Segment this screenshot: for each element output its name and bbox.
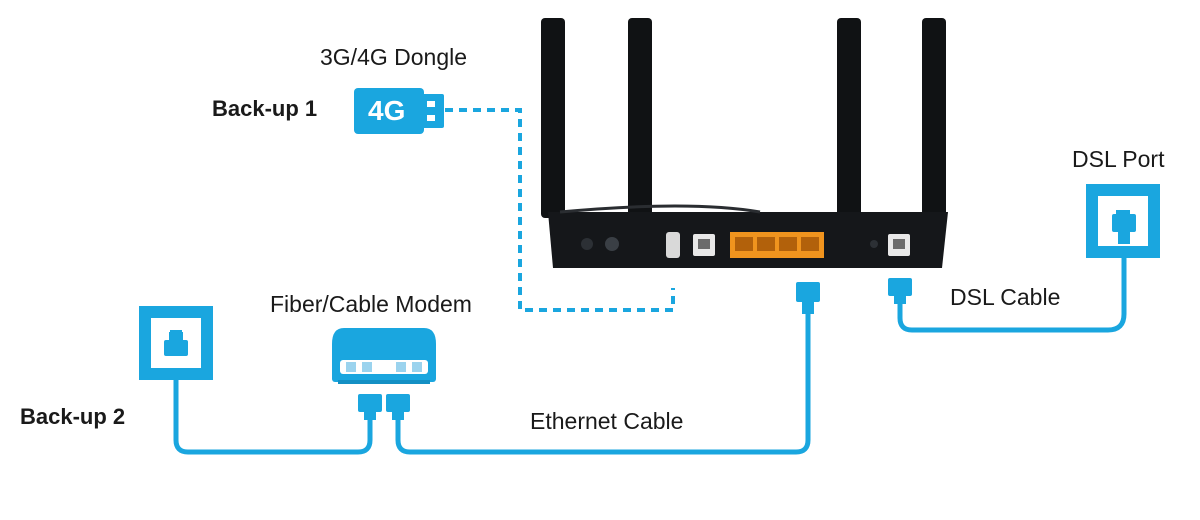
- ethernet-plug-icon: [386, 394, 410, 420]
- power-jack: [581, 238, 593, 250]
- dongle-label: 3G/4G Dongle: [320, 44, 468, 70]
- antenna: [541, 18, 565, 218]
- dongle-badge: 4G: [368, 95, 406, 126]
- backup2-label: Back-up 2: [20, 404, 126, 429]
- ethernet-plug-icon: [358, 394, 382, 420]
- ethernet-plug-icon: [164, 330, 188, 356]
- usb-port: [666, 232, 680, 258]
- ethernet-plug-icon: [1112, 214, 1136, 244]
- modem-label: Fiber/Cable Modem: [270, 291, 472, 317]
- antenna: [922, 18, 946, 218]
- antenna: [837, 18, 861, 218]
- ethernet-cable: [395, 312, 811, 455]
- power-button: [605, 237, 619, 251]
- ethernet-cable-label: Ethernet Cable: [530, 408, 684, 434]
- dongle-dashed-link: [445, 108, 675, 312]
- ethernet-plug-icon: [796, 282, 820, 314]
- usb-dongle-icon: [354, 88, 444, 134]
- backup1-label: Back-up 1: [212, 96, 318, 121]
- antenna: [628, 18, 652, 218]
- dsl-cable: [897, 242, 1127, 333]
- modem-icon: [332, 328, 436, 384]
- backup2-cable: [173, 360, 373, 455]
- router-icon: [541, 18, 948, 268]
- dsl-port-label: DSL Port: [1072, 146, 1165, 172]
- ethernet-plug-icon: [888, 278, 912, 304]
- dsl-cable-label: DSL Cable: [950, 284, 1061, 310]
